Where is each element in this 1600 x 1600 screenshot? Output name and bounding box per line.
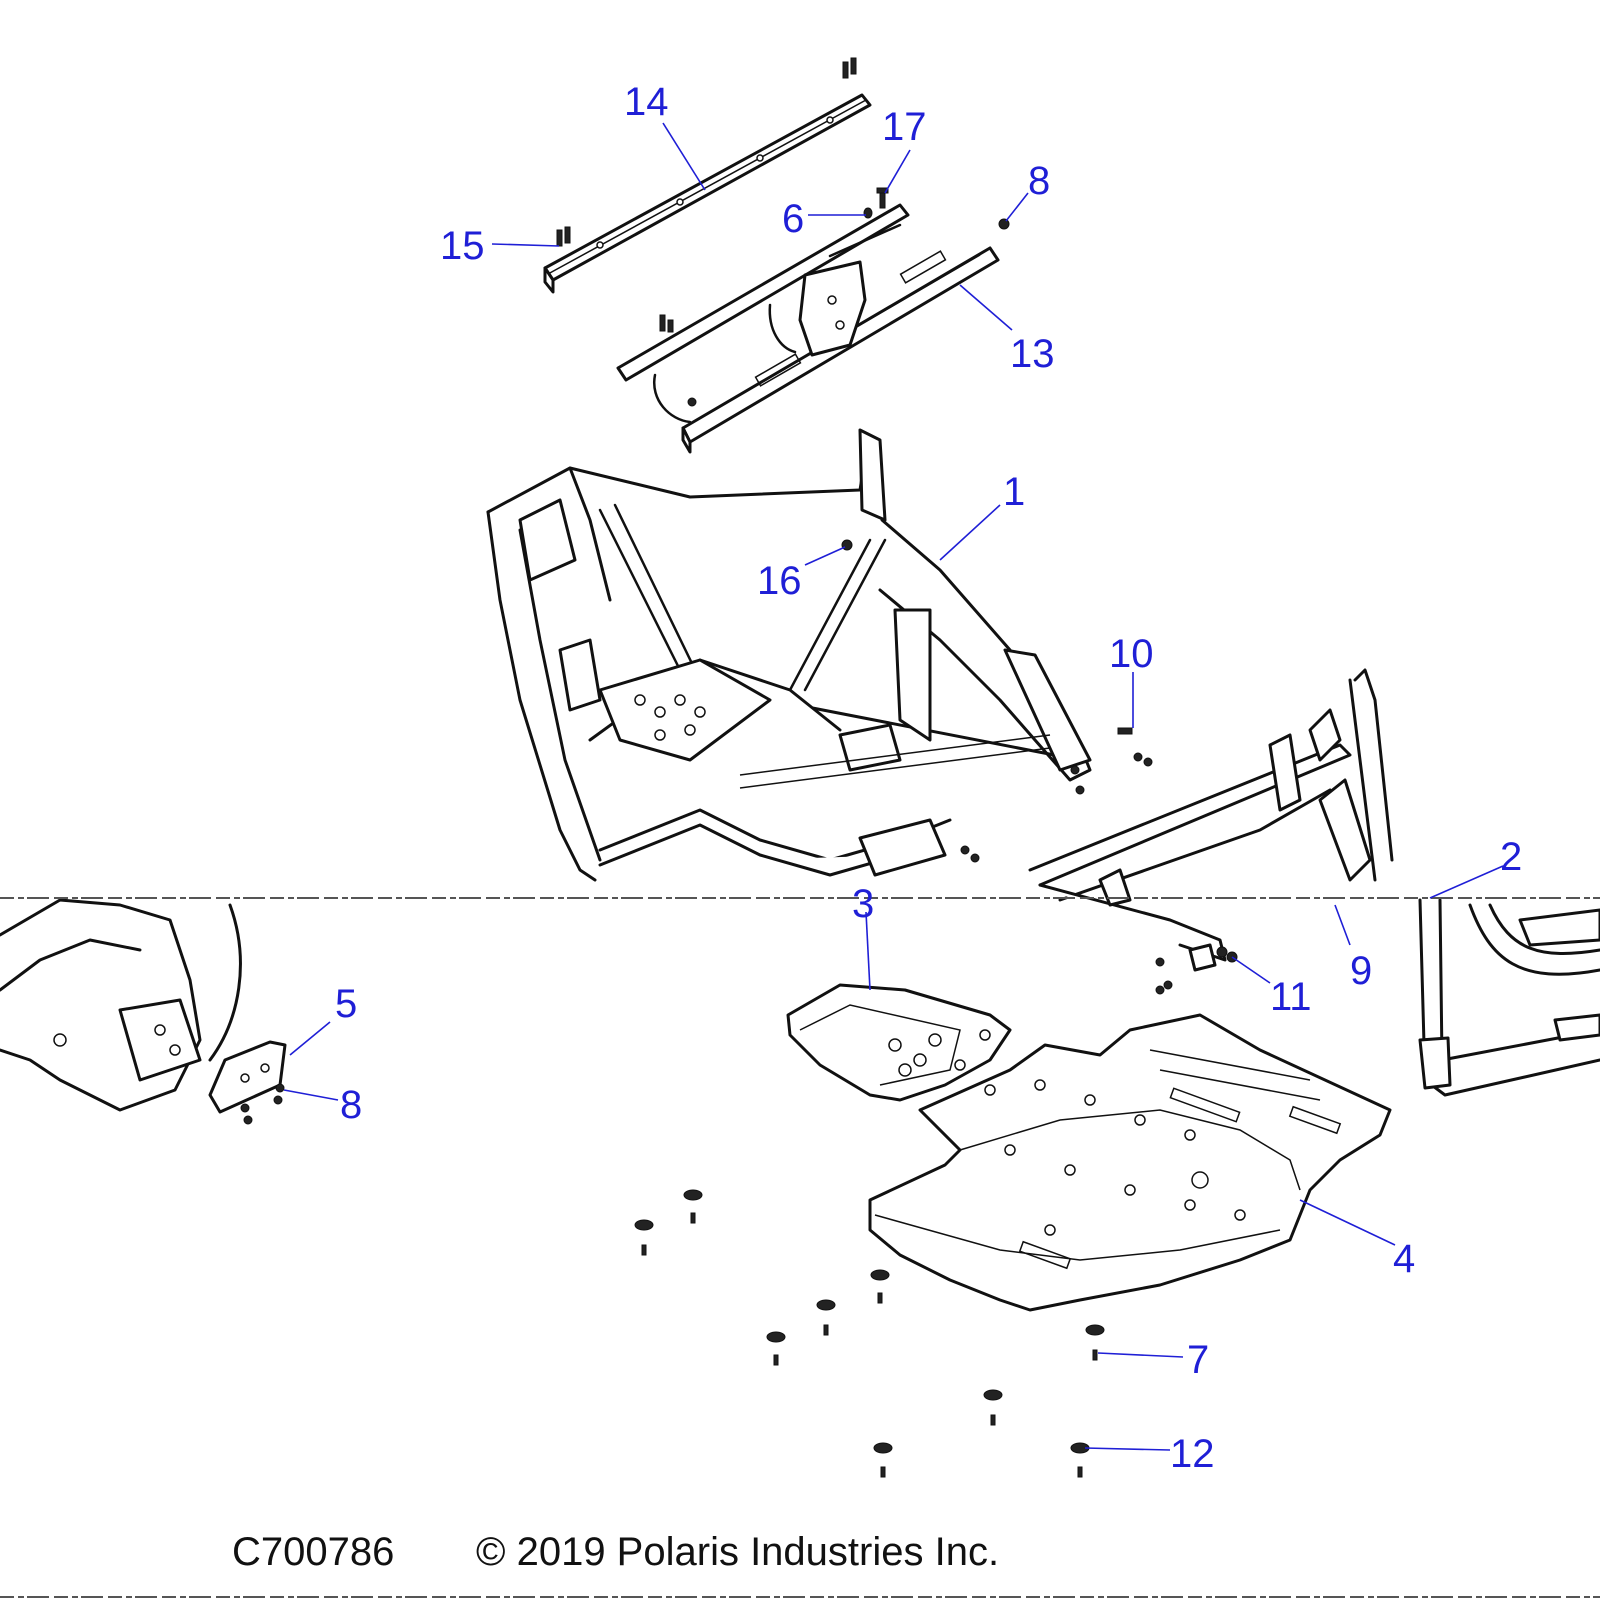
callout-4: 4 (1393, 1237, 1415, 1281)
part-8-nuts-left (240, 1083, 285, 1125)
callout-11: 11 (1270, 975, 1312, 1019)
callout-5: 5 (335, 982, 357, 1026)
callout-8-left: 8 (340, 1083, 362, 1127)
callout-9: 9 (1350, 949, 1372, 993)
callout-8-top: 8 (1028, 159, 1050, 203)
callout-2: 2 (1500, 835, 1522, 879)
part-3-front-skid-plate (786, 983, 1012, 1102)
left-frame-section (0, 898, 242, 1112)
callout-13: 13 (1010, 332, 1055, 376)
callout-16: 16 (757, 559, 802, 603)
callout-10: 10 (1109, 632, 1154, 676)
leader-lines (283, 122, 1504, 1451)
callout-6: 6 (782, 197, 804, 241)
part-10-bolts (960, 727, 1153, 863)
part-15-bolts (556, 226, 571, 247)
callout-7: 7 (1187, 1338, 1209, 1382)
part-14-bolts (842, 57, 857, 79)
copyright-notice: © 2019 Polaris Industries Inc. (476, 1530, 999, 1574)
callout-1: 1 (1003, 470, 1025, 514)
part-13-bolts (659, 314, 674, 333)
part-9-rear-frame (1028, 668, 1394, 972)
part-4-main-skid-plate (868, 1013, 1392, 1312)
callout-12: 12 (1170, 1432, 1215, 1476)
part-8-nut-top (998, 218, 1010, 230)
callout-3: 3 (852, 882, 874, 926)
part-6-nut (863, 207, 873, 219)
part-5-bracket (208, 1040, 287, 1114)
part-2-frame-section (1418, 898, 1600, 1097)
part-7-12-fasteners (634, 1189, 1105, 1478)
callout-15: 15 (440, 224, 485, 268)
callout-17: 17 (882, 105, 927, 149)
part-1-main-frame (486, 428, 1092, 882)
callout-14: 14 (624, 80, 669, 124)
part-13-seat-rail-assembly (616, 203, 1000, 454)
part-14-upper-bar (543, 93, 872, 294)
part-17-bolt (876, 187, 889, 209)
diagram-code: C700786 (232, 1530, 394, 1574)
